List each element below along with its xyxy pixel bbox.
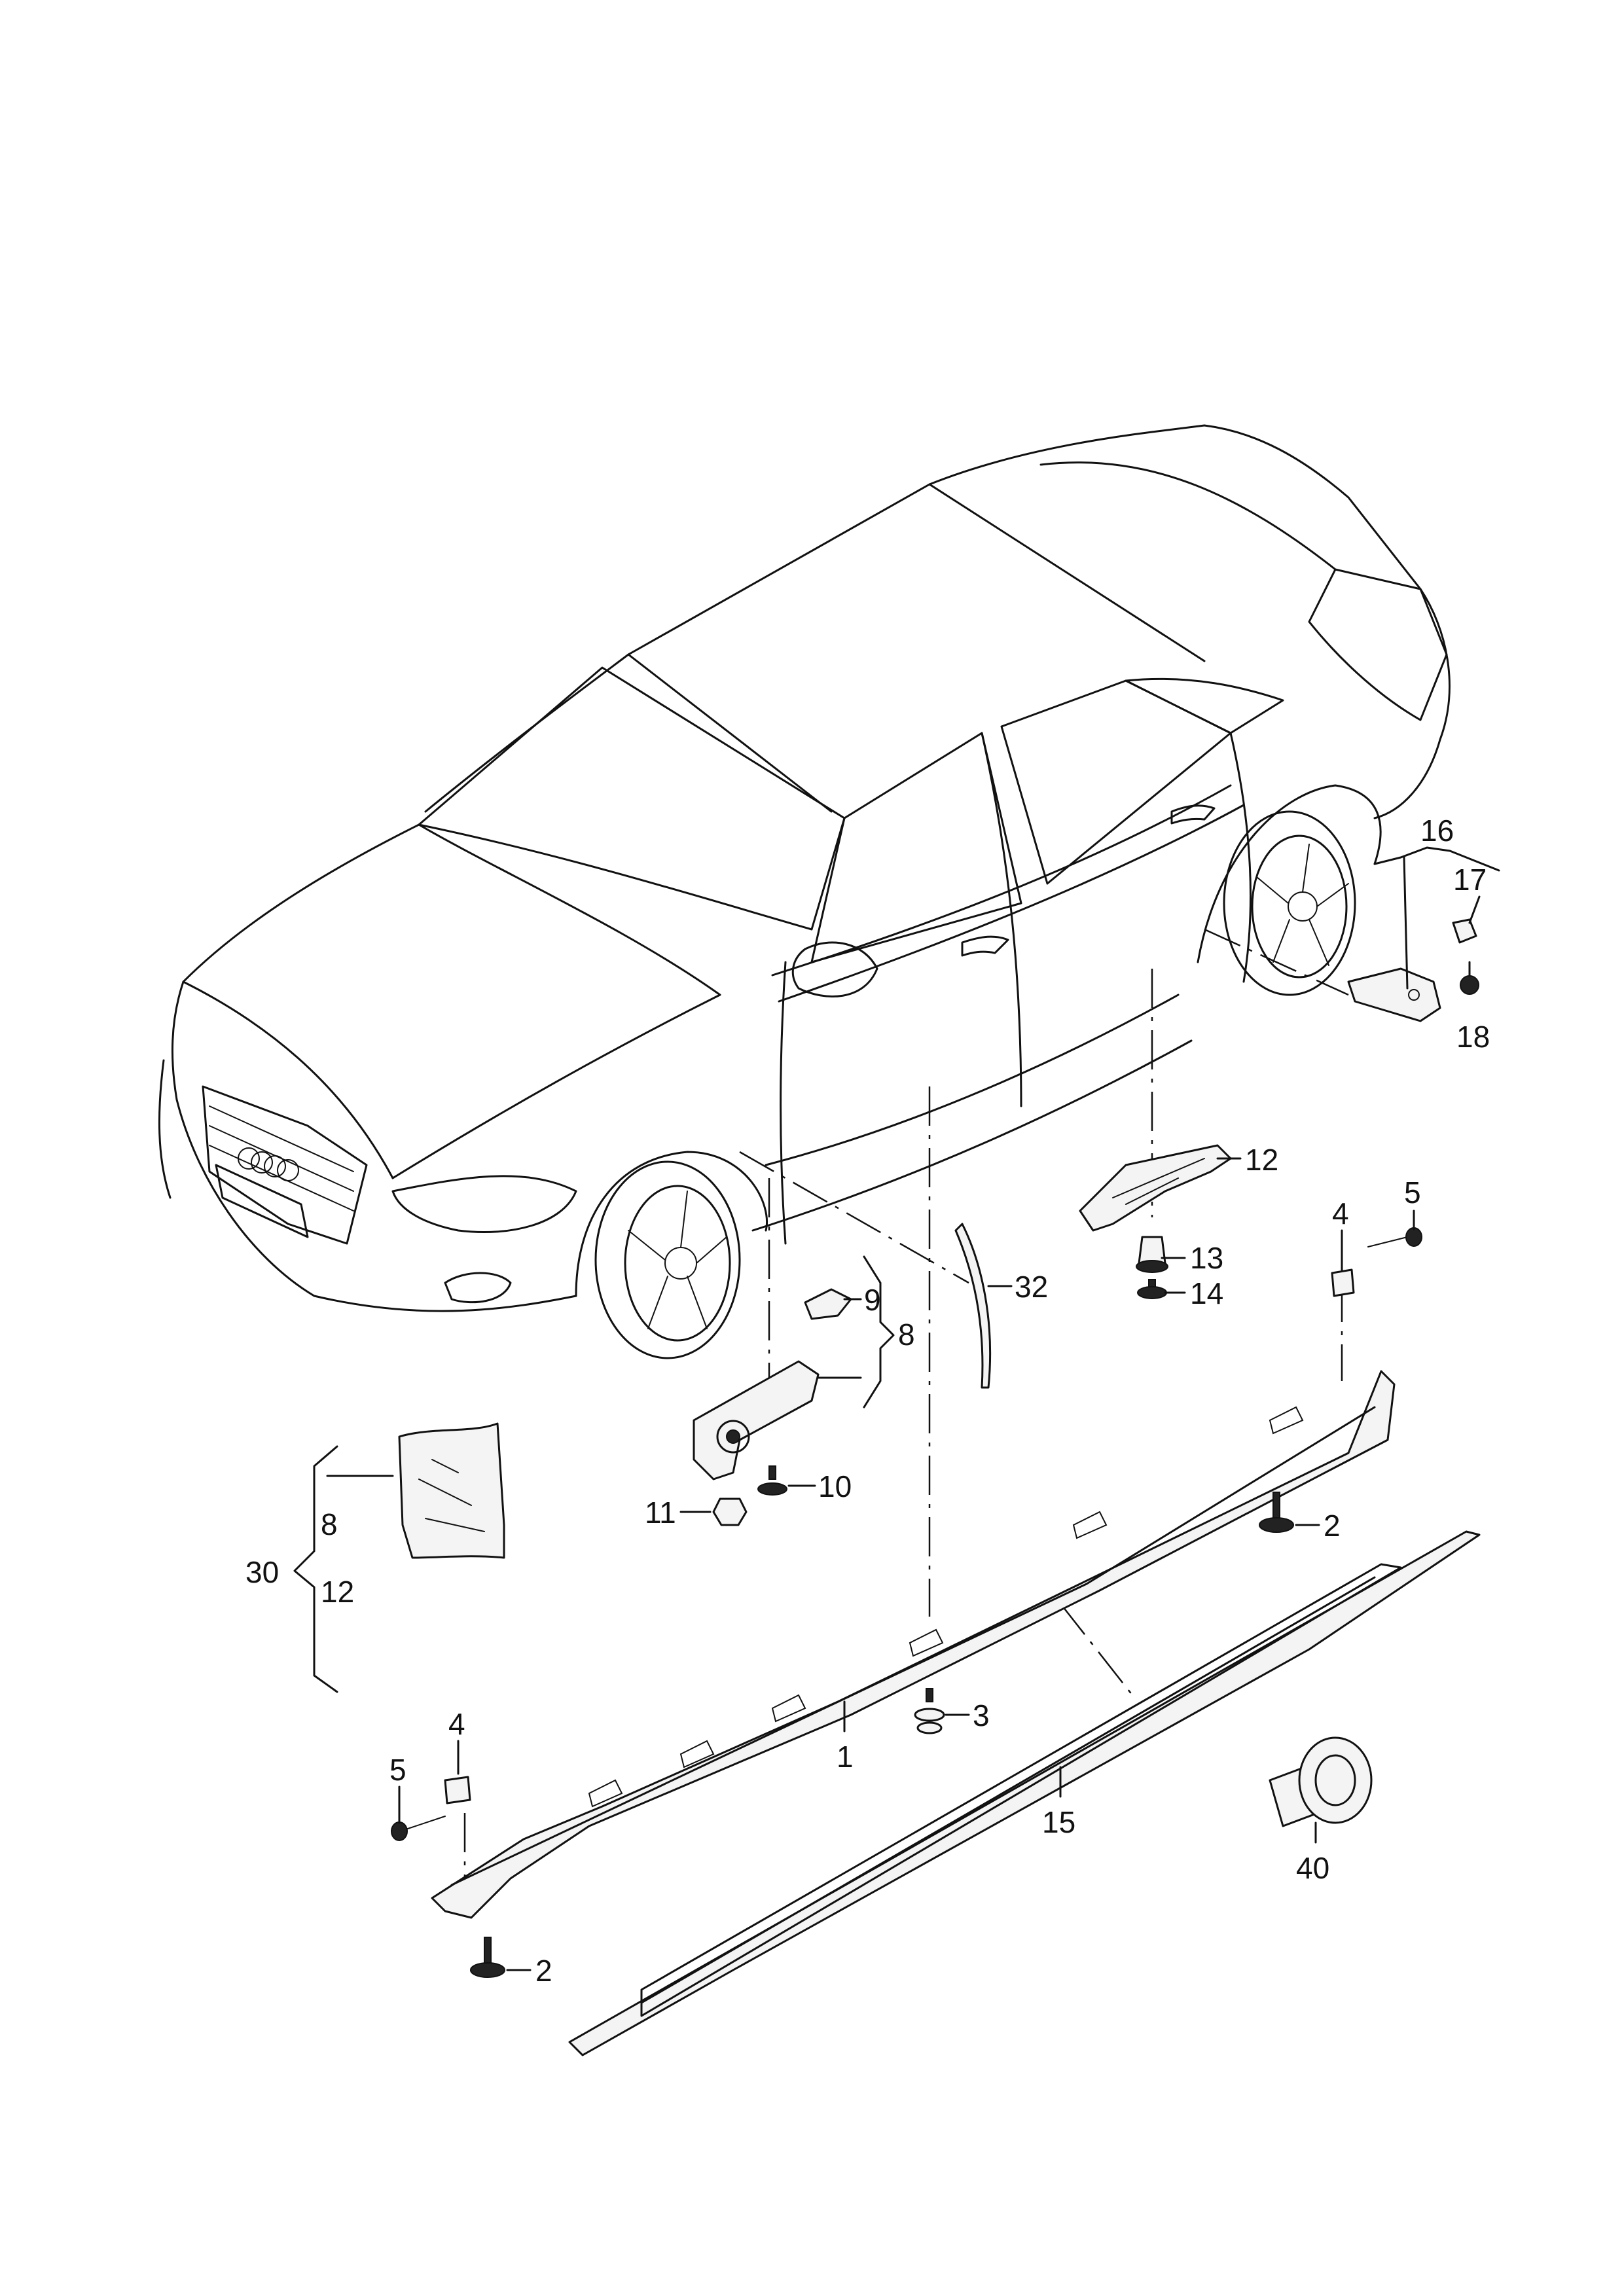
- part-14-screw: [1137, 1279, 1167, 1299]
- callout-14: 14: [1190, 1276, 1223, 1310]
- callout-5-upper: 5: [1404, 1175, 1421, 1210]
- part-32-seal: [954, 1223, 992, 1389]
- part-1-sill-panel: [431, 1370, 1396, 1919]
- callout-3: 3: [973, 1698, 990, 1732]
- callout-12-kit: 12: [321, 1575, 354, 1609]
- part-4-nut-upper: [1331, 1268, 1355, 1297]
- part-15-trim-strip: [568, 1530, 1481, 2056]
- callout-2-right: 2: [1324, 1509, 1341, 1543]
- callout-12-bracket: 12: [1245, 1143, 1278, 1177]
- part-2-screw-left: [470, 1937, 505, 1978]
- callout-18: 18: [1456, 1020, 1490, 1054]
- callout-10: 10: [818, 1469, 852, 1503]
- callout-5-lower: 5: [389, 1753, 406, 1787]
- part-8-front-bracket: [693, 1288, 852, 1480]
- callout-lines: [293, 846, 1500, 1971]
- callout-4-lower: 4: [448, 1707, 465, 1741]
- callout-11: 11: [645, 1496, 676, 1530]
- callout-1: 1: [837, 1740, 854, 1774]
- callout-17: 17: [1453, 863, 1487, 897]
- callout-15: 15: [1042, 1805, 1075, 1839]
- part-11-nut: [712, 1498, 748, 1526]
- part-30-repair-kit-bag: [398, 1422, 505, 1559]
- part-13-clip: [1136, 1236, 1168, 1273]
- part-3-clip: [914, 1688, 945, 1734]
- callout-8-bracket: 8: [898, 1318, 915, 1352]
- part-12-rear-bracket: [1079, 1144, 1232, 1232]
- part-10-screw: [757, 1465, 787, 1496]
- car-illustration: [158, 424, 1451, 1359]
- callout-16: 16: [1420, 814, 1454, 848]
- part-2-screw-right: [1259, 1492, 1294, 1533]
- assembly-leader-lines: [463, 928, 1349, 1905]
- part-40-tape-roll: [1269, 1736, 1373, 1827]
- callout-13: 13: [1190, 1241, 1223, 1275]
- callout-40: 40: [1296, 1851, 1329, 1885]
- callout-8-kit: 8: [321, 1507, 338, 1541]
- callout-4-upper: 4: [1332, 1196, 1349, 1230]
- callout-labels: 16 17 18 12 13 14 32 9 8 10 11 4 5 2 3 1…: [245, 814, 1490, 1988]
- callout-30: 30: [245, 1555, 279, 1589]
- part-5-screw-upper: [1367, 1227, 1422, 1247]
- callout-9: 9: [864, 1283, 881, 1317]
- part-4-nut-lower: [444, 1776, 471, 1804]
- callout-32: 32: [1015, 1270, 1048, 1304]
- part-16-corner-bracket: [1347, 918, 1479, 1022]
- callout-2-left: 2: [535, 1954, 552, 1988]
